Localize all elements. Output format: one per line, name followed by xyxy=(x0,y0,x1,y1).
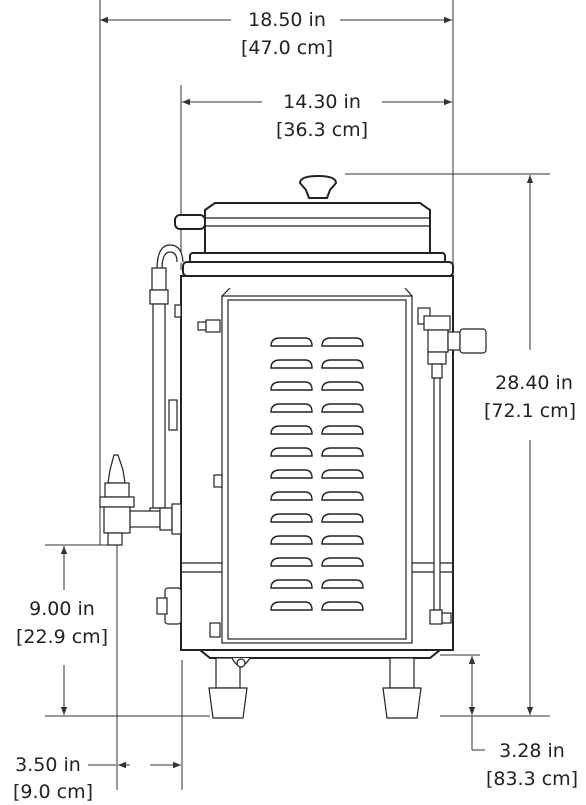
faucet-height-imperial: 9.00 in xyxy=(29,598,95,620)
cabinet xyxy=(180,275,454,659)
body-width-imperial: 14.30 in xyxy=(283,91,361,113)
overall-height-imperial: 28.40 in xyxy=(495,372,573,394)
leg-height-dimension: 3.28 in [83.3 cm] xyxy=(440,654,578,790)
faucet-offset-imperial: 3.50 in xyxy=(15,754,81,776)
body-width-dimension: 14.30 in [36.3 cm] xyxy=(180,85,452,270)
faucet-offset-dimension: 3.50 in [9.0 cm] xyxy=(13,545,183,803)
leg-height-metric: [83.3 cm] xyxy=(486,768,578,790)
overall-height-dimension: 28.40 in [72.1 cm] xyxy=(345,173,576,717)
legs xyxy=(208,657,422,719)
overall-width-dimension: 18.50 in [47.0 cm] xyxy=(99,0,454,545)
overall-width-imperial: 18.50 in xyxy=(248,9,326,31)
urn-illustration xyxy=(99,174,487,719)
body-width-metric: [36.3 cm] xyxy=(276,119,368,141)
right-drain-valve xyxy=(417,307,487,625)
side-fittings xyxy=(156,319,223,638)
overall-width-metric: [47.0 cm] xyxy=(241,37,333,59)
overall-height-metric: [72.1 cm] xyxy=(484,400,576,422)
gauge-glass xyxy=(149,244,184,523)
faucet-offset-metric: [9.0 cm] xyxy=(13,781,93,803)
vent-louvers xyxy=(270,337,364,611)
leg-height-imperial: 3.28 in xyxy=(499,740,565,762)
faucet xyxy=(99,454,182,546)
lid xyxy=(174,174,454,277)
faucet-height-metric: [22.9 cm] xyxy=(16,626,108,648)
